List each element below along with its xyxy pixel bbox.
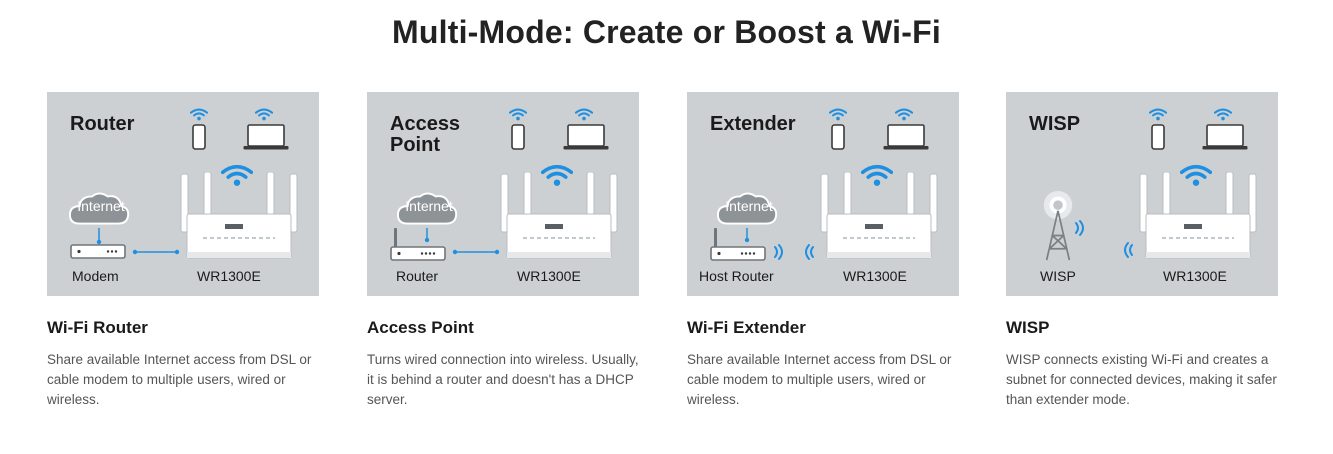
phone-icon	[831, 124, 845, 150]
laptop-icon	[1202, 124, 1248, 150]
mode-label: Router	[70, 113, 135, 135]
router-mode-diagram: Router Internet Modem WR1300E	[47, 92, 319, 296]
signal-in-icon	[1124, 242, 1133, 258]
laptop-icon	[883, 124, 929, 150]
left-device-label: WISP	[1040, 268, 1076, 284]
card-title: Wi-Fi Extender	[687, 318, 806, 337]
wifi-icon	[255, 108, 273, 121]
mode-card-extender: Extender Internet Host Router WR1300E Wi…	[687, 92, 959, 410]
card-title: Wi-Fi Router	[47, 318, 148, 337]
left-device-label: Host Router	[699, 268, 774, 284]
wifi-icon	[509, 108, 527, 121]
card-description: Share available Internet access from DSL…	[687, 352, 952, 407]
wisp-tower-icon	[1042, 190, 1074, 262]
wifi-icon	[861, 164, 893, 187]
mode-label: Extender	[710, 113, 796, 135]
wifi-icon	[1149, 108, 1167, 121]
modem-icon	[70, 244, 126, 259]
mode-card-access-point: Access Point Internet Router WR1300E Acc…	[367, 92, 639, 410]
wifi-icon	[895, 108, 913, 121]
right-device-label: WR1300E	[197, 268, 261, 284]
wifi-icon	[1214, 108, 1232, 121]
card-title: WISP	[1006, 318, 1050, 337]
cloud-label: Internet	[725, 198, 773, 214]
wifi-icon	[829, 108, 847, 121]
wifi-icon	[541, 164, 573, 187]
right-device-label: WR1300E	[843, 268, 907, 284]
left-device-label: Router	[396, 268, 439, 284]
card-title: Access Point	[367, 318, 474, 337]
cloud-label: Internet	[77, 198, 125, 214]
wifi-icon	[221, 164, 253, 187]
access-point-mode-diagram: Access Point Internet Router WR1300E	[367, 92, 639, 296]
mode-card-router: Router Internet Modem WR1300E Wi-Fi Rout…	[47, 92, 319, 410]
extender-mode-diagram: Extender Internet Host Router WR1300E	[687, 92, 959, 296]
host-router-icon	[710, 228, 766, 261]
signal-out-icon	[1075, 220, 1084, 236]
cloud-label: Internet	[405, 198, 453, 214]
laptop-icon	[563, 124, 609, 150]
signal-out-icon	[774, 244, 783, 260]
card-description: Share available Internet access from DSL…	[47, 352, 312, 407]
mode-label: Access Point	[390, 113, 461, 156]
mode-label: WISP	[1029, 113, 1081, 135]
left-device-label: Modem	[72, 268, 119, 284]
right-device-label: WR1300E	[517, 268, 581, 284]
page-title: Multi-Mode: Create or Boost a Wi-Fi	[392, 14, 941, 50]
wifi-icon	[575, 108, 593, 121]
wifi-icon	[190, 108, 208, 121]
right-device-label: WR1300E	[1163, 268, 1227, 284]
phone-icon	[192, 124, 206, 150]
phone-icon	[511, 124, 525, 150]
phone-icon	[1151, 124, 1165, 150]
router-icon	[390, 228, 446, 261]
mode-card-wisp: WISP WISP WR1300E WISP WISP connects exi…	[1006, 92, 1278, 410]
card-description: Turns wired connection into wireless. Us…	[367, 352, 639, 407]
signal-in-icon	[805, 244, 814, 260]
laptop-icon	[243, 124, 289, 150]
card-description: WISP connects existing Wi-Fi and creates…	[1006, 352, 1277, 407]
wisp-mode-diagram: WISP WISP WR1300E	[1006, 92, 1278, 296]
wifi-icon	[1180, 164, 1212, 187]
